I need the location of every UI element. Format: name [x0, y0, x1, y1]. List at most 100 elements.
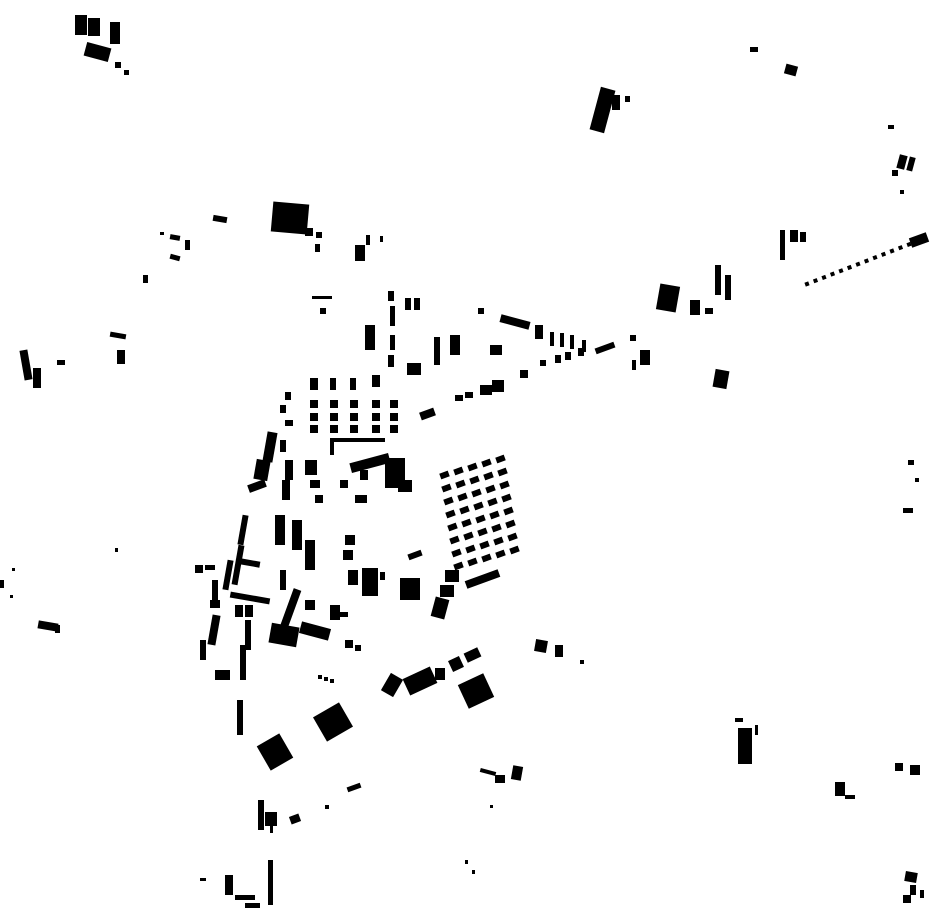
- building: [900, 190, 904, 194]
- building: [906, 156, 916, 172]
- building: [330, 378, 336, 390]
- building: [350, 400, 358, 408]
- building: [489, 510, 500, 520]
- building: [285, 420, 293, 426]
- building: [229, 591, 271, 605]
- building: [440, 585, 454, 597]
- building: [245, 620, 251, 650]
- building: [88, 18, 100, 36]
- building: [75, 15, 87, 35]
- building: [325, 805, 329, 809]
- building: [715, 265, 721, 295]
- building: [115, 548, 118, 552]
- building: [565, 352, 571, 360]
- building: [464, 569, 501, 589]
- building: [305, 228, 313, 236]
- building: [414, 298, 420, 310]
- building: [310, 413, 318, 421]
- building: [37, 620, 59, 632]
- building: [366, 235, 370, 245]
- building: [336, 612, 348, 617]
- building: [143, 275, 148, 283]
- building: [896, 154, 908, 170]
- building: [285, 392, 291, 400]
- buildings-layer: [0, 15, 930, 908]
- building: [655, 283, 681, 313]
- building: [507, 532, 518, 542]
- building: [350, 378, 356, 390]
- building: [505, 519, 516, 529]
- building: [372, 375, 380, 387]
- building: [169, 234, 181, 241]
- building: [330, 413, 338, 421]
- building: [903, 508, 913, 513]
- building: [455, 479, 466, 489]
- building: [282, 480, 290, 500]
- building: [330, 679, 334, 683]
- building: [455, 395, 463, 401]
- building: [520, 370, 528, 378]
- building: [280, 570, 286, 590]
- building: [892, 170, 898, 176]
- building: [207, 614, 221, 646]
- building: [477, 527, 488, 537]
- building: [247, 479, 267, 493]
- building: [124, 70, 129, 75]
- building: [906, 241, 912, 247]
- building: [495, 775, 505, 783]
- building: [245, 903, 260, 908]
- building: [493, 536, 504, 546]
- building: [872, 255, 878, 261]
- building: [540, 360, 546, 366]
- building: [346, 782, 362, 793]
- building: [463, 647, 482, 663]
- building: [908, 460, 914, 465]
- building: [268, 860, 273, 905]
- building: [738, 728, 752, 764]
- building: [509, 545, 520, 555]
- building: [305, 600, 315, 610]
- building: [845, 795, 855, 799]
- building: [19, 349, 33, 381]
- building: [499, 314, 531, 330]
- building: [292, 520, 302, 550]
- building: [479, 767, 497, 777]
- building: [450, 335, 460, 355]
- building: [555, 645, 563, 657]
- building: [212, 580, 218, 600]
- building: [320, 308, 326, 314]
- building: [475, 514, 486, 524]
- building: [305, 540, 315, 570]
- building: [625, 96, 630, 102]
- building: [863, 258, 870, 264]
- building: [481, 458, 492, 468]
- building: [439, 470, 450, 480]
- building: [463, 531, 474, 541]
- building: [313, 702, 353, 742]
- building: [109, 331, 127, 340]
- building: [355, 645, 361, 651]
- building: [497, 467, 508, 477]
- building: [472, 870, 475, 874]
- building: [330, 440, 334, 455]
- building: [348, 570, 358, 585]
- building: [390, 400, 398, 408]
- building: [712, 368, 730, 390]
- building: [846, 264, 853, 271]
- building: [185, 240, 190, 250]
- building: [362, 568, 378, 596]
- building: [324, 677, 328, 681]
- building: [445, 509, 456, 519]
- building: [253, 458, 271, 482]
- building: [235, 605, 243, 617]
- building: [372, 413, 380, 421]
- building: [880, 251, 887, 257]
- building: [330, 438, 385, 442]
- building: [465, 860, 468, 864]
- building: [467, 462, 478, 472]
- building: [705, 308, 713, 314]
- building: [838, 268, 844, 274]
- building: [448, 656, 464, 672]
- building: [265, 812, 277, 826]
- building: [550, 332, 554, 346]
